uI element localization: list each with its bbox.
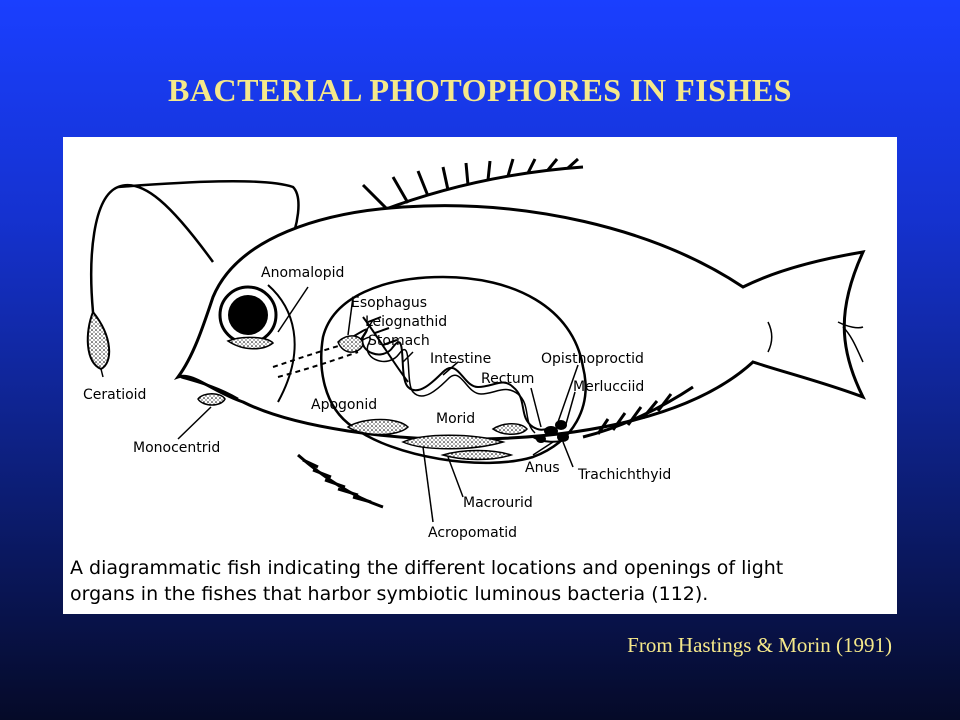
label-anus: Anus xyxy=(525,460,560,476)
label-acropomatid: Acropomatid xyxy=(428,525,517,541)
fish-diagram-figure: Anomalopid Esophagus Leiognathid Stomach… xyxy=(63,137,897,614)
anal-fin xyxy=(582,385,694,439)
label-monocentrid: Monocentrid xyxy=(133,440,220,456)
fish-body-outline xyxy=(173,204,867,441)
label-apogonid: Apogonid xyxy=(311,397,377,413)
source-credit: From Hastings & Morin (1991) xyxy=(627,633,892,657)
tail-fin xyxy=(767,321,864,363)
leader-lines xyxy=(100,286,579,523)
label-merlucciid: Merlucciid xyxy=(573,379,644,395)
label-morid: Morid xyxy=(436,411,475,427)
label-trachichthyid: Trachichthyid xyxy=(577,467,671,483)
dorsal-fin xyxy=(361,157,584,214)
pectoral-fin xyxy=(362,316,409,383)
label-ceratioid: Ceratioid xyxy=(83,387,146,403)
label-stomach: Stomach xyxy=(368,333,430,349)
slide-title: BACTERIAL PHOTOPHORES IN FISHES xyxy=(168,72,792,108)
ceratioid-lure xyxy=(86,179,300,371)
figure-caption: A diagrammatic fish indicating the diffe… xyxy=(70,555,890,607)
label-rectum: Rectum xyxy=(481,371,534,387)
anal-organs xyxy=(532,420,569,443)
pelvic-fin xyxy=(297,453,384,509)
caption-line-2: organs in the fishes that harbor symbiot… xyxy=(70,583,709,605)
label-leiognathid: Leiognathid xyxy=(365,314,447,330)
label-anomalopid: Anomalopid xyxy=(261,265,344,281)
label-esophagus: Esophagus xyxy=(351,295,427,311)
label-opisthoproctid: Opisthoproctid xyxy=(541,351,644,367)
label-intestine: Intestine xyxy=(430,351,491,367)
eye xyxy=(218,285,278,345)
caption-line-1: A diagrammatic fish indicating the diffe… xyxy=(70,557,784,579)
fish-diagram: Anomalopid Esophagus Leiognathid Stomach… xyxy=(83,157,867,541)
label-macrourid: Macrourid xyxy=(463,495,533,511)
